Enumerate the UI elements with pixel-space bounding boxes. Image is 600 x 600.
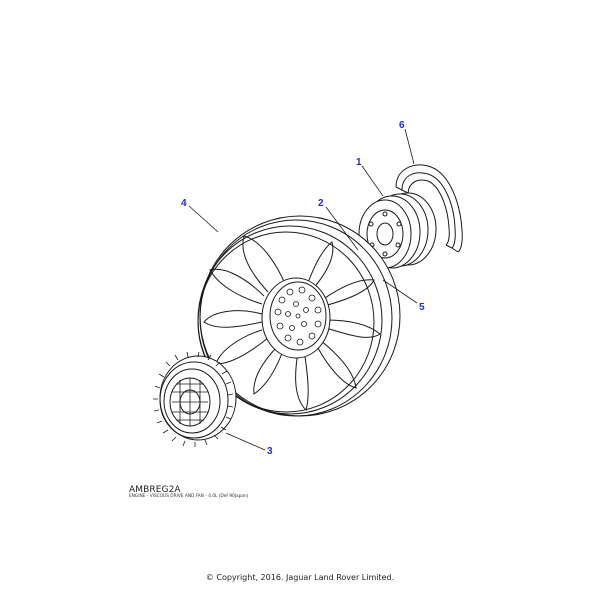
leader-line-1 [361, 165, 384, 197]
callout-1: 1 [356, 157, 362, 168]
copyright-notice: © Copyright, 2016. Jaguar Land Rover Lim… [205, 573, 395, 582]
callout-2: 2 [318, 198, 324, 209]
callout-5: 5 [419, 302, 425, 313]
callout-3: 3 [267, 446, 273, 457]
leader-line-5 [382, 279, 418, 304]
leader-line-2 [325, 206, 359, 251]
leader-lines [188, 128, 418, 451]
leader-line-4 [188, 205, 219, 233]
diagram-subtitle: ENGINE - VISCOUS DRIVE AND FAN - 4.0L (D… [129, 494, 249, 499]
leader-line-3 [225, 432, 266, 451]
pulley-part [358, 192, 437, 269]
diagram-code: AMBREG2A [129, 485, 181, 495]
cooling-fan-part [197, 215, 401, 417]
leader-line-6 [404, 128, 415, 165]
callout-6: 6 [399, 120, 405, 131]
drive-belt-part [395, 164, 463, 253]
callout-4: 4 [181, 198, 187, 209]
callout-labels: 1 2 3 4 5 6 [181, 120, 425, 457]
viscous-coupling-part [153, 351, 237, 447]
